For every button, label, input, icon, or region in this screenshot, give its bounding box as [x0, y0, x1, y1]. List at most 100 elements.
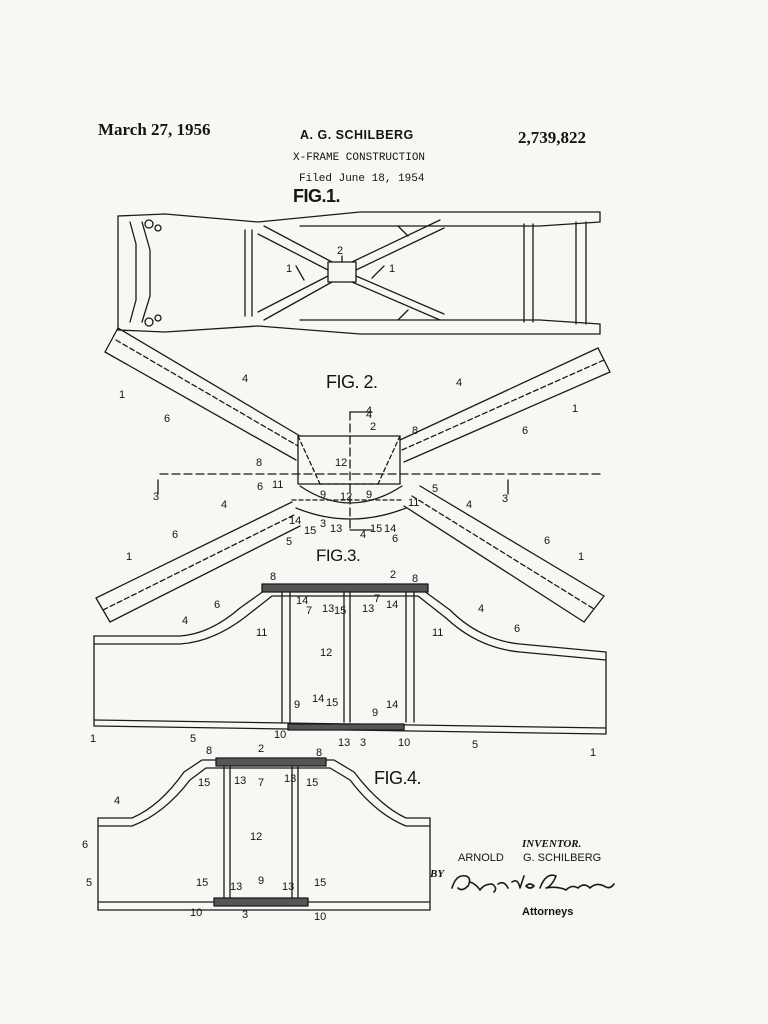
ref-num: 9 — [258, 875, 264, 887]
ref-num: 15 — [304, 525, 316, 537]
ref-num: 7 — [258, 777, 264, 789]
ref-num: 1 — [90, 733, 96, 745]
ref-num: 14 — [296, 595, 308, 607]
ref-num: 1 — [578, 551, 584, 563]
reference-numerals: 1 2 1 1 4 6 4 1 6 4 2 8 8 12 11 9 9 12 1… — [82, 245, 596, 923]
ref-num: 1 — [286, 263, 292, 275]
ref-num: 15 — [334, 605, 346, 617]
ref-num: 7 — [374, 593, 380, 605]
ref-num: 13 — [362, 603, 374, 615]
inventor-first-name: ARNOLD — [458, 852, 504, 864]
ref-num: 9 — [294, 699, 300, 711]
ref-num: 6 — [544, 535, 550, 547]
ref-num: 4 — [221, 499, 227, 511]
ref-num: 6 — [514, 623, 520, 635]
ref-num: 4 — [366, 405, 372, 417]
patent-date: March 27, 1956 — [98, 120, 211, 139]
ref-num: 5 — [190, 733, 196, 745]
ref-num: 13 — [282, 881, 294, 893]
ref-num: 13 — [284, 773, 296, 785]
ref-num: 6 — [172, 529, 178, 541]
filed-date: Filed June 18, 1954 — [299, 173, 425, 185]
ref-num: 1 — [119, 389, 125, 401]
ref-num: 11 — [408, 497, 419, 509]
ref-num: 12 — [250, 831, 262, 843]
ref-num: 15 — [196, 877, 208, 889]
ref-num: 9 — [372, 707, 378, 719]
ref-num: 15 — [370, 523, 382, 535]
ref-num: 3 — [502, 493, 508, 505]
ref-num: 11 — [256, 627, 267, 639]
ref-num: 15 — [314, 877, 326, 889]
ref-num: 1 — [389, 263, 395, 275]
ref-num: 7 — [306, 605, 312, 617]
ref-num: 14 — [386, 599, 398, 611]
ref-num: 5 — [286, 536, 292, 548]
figure-2-title: FIG. 2. — [326, 372, 378, 392]
ref-num: 1 — [590, 747, 596, 759]
attorneys-label: Attorneys — [522, 906, 574, 918]
figure-4-section — [97, 757, 431, 911]
ref-num: 12 — [320, 647, 332, 659]
ref-num: 1 — [126, 551, 132, 563]
ref-num: 10 — [190, 907, 202, 919]
ref-num: 2 — [370, 421, 376, 433]
ref-num: 4 — [456, 377, 462, 389]
ref-num: 14 — [386, 699, 398, 711]
patent-title: X-FRAME CONSTRUCTION — [293, 152, 426, 164]
ref-num: 13 — [322, 603, 334, 615]
ref-num: 12 — [340, 491, 352, 503]
ref-num: 6 — [214, 599, 220, 611]
ref-num: 6 — [257, 481, 263, 493]
ref-num: 12 — [335, 457, 347, 469]
ref-num: 14 — [384, 523, 396, 535]
ref-num: 4 — [242, 373, 248, 385]
inventor-last-name: G. SCHILBERG — [523, 852, 602, 864]
ref-num: 11 — [272, 479, 283, 491]
ref-num: 5 — [472, 739, 478, 751]
ref-num: 6 — [522, 425, 528, 437]
ref-num: 13 — [234, 775, 246, 787]
figure-2-x-joint — [95, 327, 611, 623]
ref-num: 3 — [320, 518, 326, 530]
ref-num: 4 — [114, 795, 120, 807]
ref-num: 10 — [274, 729, 286, 741]
ref-num: 6 — [392, 533, 398, 545]
ref-num: 6 — [164, 413, 170, 425]
ref-num: 4 — [360, 529, 366, 541]
figure-3-section — [93, 583, 607, 735]
ref-num: 13 — [338, 737, 350, 749]
ref-num: 1 — [572, 403, 578, 415]
ref-num: 10 — [314, 911, 326, 923]
ref-num: 3 — [360, 737, 366, 749]
figure-4-title: FIG.4. — [374, 768, 422, 788]
ref-num: 15 — [326, 697, 338, 709]
ref-num: 5 — [86, 877, 92, 889]
ref-num: 3 — [242, 909, 248, 921]
ref-num: 13 — [230, 881, 242, 893]
ref-num: 2 — [390, 569, 396, 581]
ref-num: 15 — [306, 777, 318, 789]
inventor-name: A. G. SCHILBERG — [300, 128, 414, 142]
ref-num: 8 — [270, 571, 276, 583]
ref-num: 4 — [182, 615, 188, 627]
ref-num: 10 — [398, 737, 410, 749]
ref-num: 8 — [412, 573, 418, 585]
ref-num: 5 — [432, 483, 438, 495]
ref-num: 14 — [289, 515, 301, 527]
figure-1-chassis-frame — [117, 211, 601, 335]
ref-num: 8 — [206, 745, 212, 757]
by-label: BY — [430, 868, 445, 880]
ref-num: 2 — [337, 245, 343, 257]
figure-3-title: FIG.3. — [316, 546, 361, 565]
ref-num: 11 — [432, 627, 443, 639]
ref-num: 15 — [198, 777, 210, 789]
ref-num: 4 — [478, 603, 484, 615]
handwritten-signature-icon — [451, 874, 615, 893]
ref-num: 4 — [466, 499, 472, 511]
ref-num: 8 — [412, 425, 418, 437]
ref-num: 14 — [312, 693, 324, 705]
inventor-heading: INVENTOR. — [522, 838, 582, 850]
ref-num: 13 — [330, 523, 342, 535]
